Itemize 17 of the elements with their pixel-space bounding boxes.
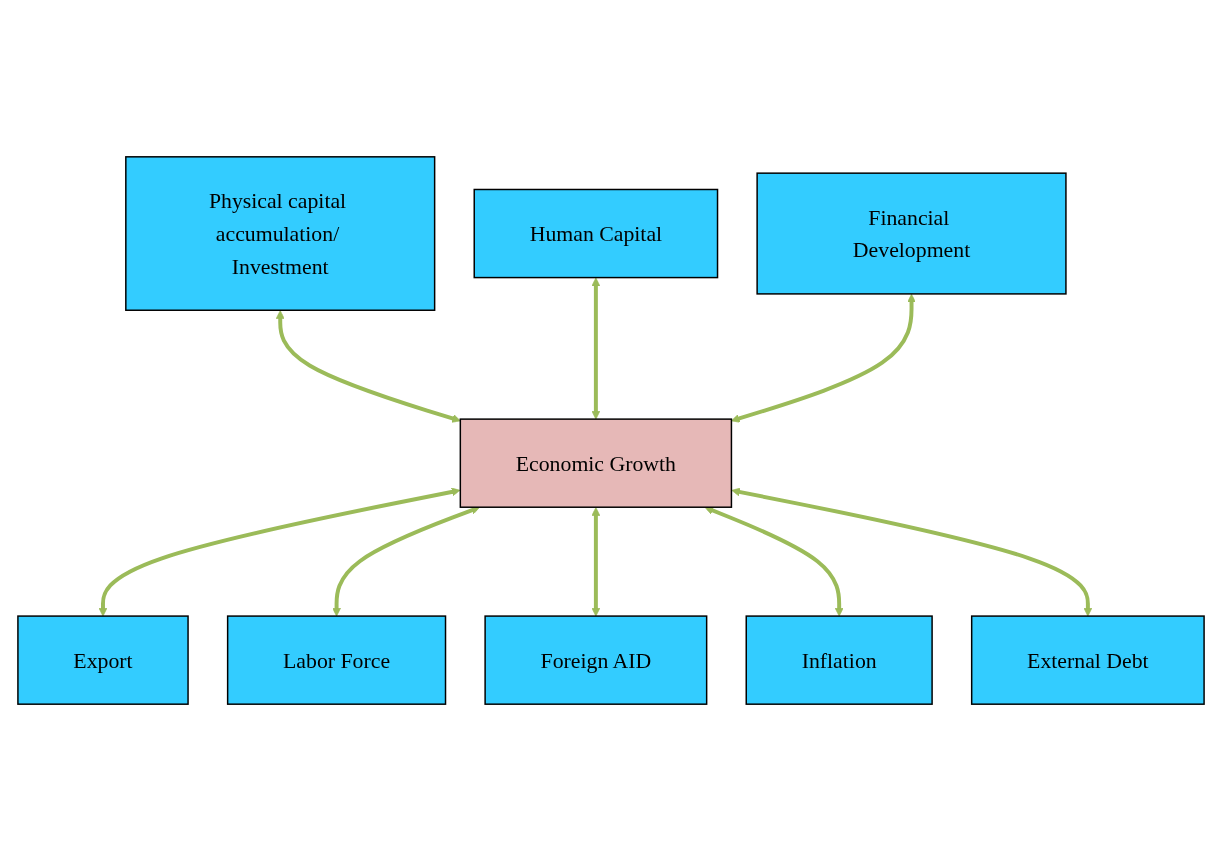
node-box: Export: [17, 615, 189, 705]
arrow: [731, 293, 916, 423]
arrow: [332, 506, 480, 617]
node-box: Physical capital accumulation/ Investment: [125, 156, 436, 311]
arrow: [275, 310, 461, 423]
arrow: [591, 277, 601, 420]
node-box: Labor Force: [226, 615, 447, 705]
node-box: Foreign AID: [484, 615, 708, 705]
arrow: [704, 506, 844, 617]
node-box: Financial Development: [756, 172, 1067, 295]
node-box: Human Capital: [473, 188, 719, 279]
arrow: [98, 487, 461, 617]
node-box: External Debt: [970, 615, 1205, 705]
node-box: Economic Growth: [459, 418, 733, 508]
arrow: [591, 507, 601, 617]
node-box: Inflation: [745, 615, 933, 705]
arrow: [731, 487, 1093, 617]
